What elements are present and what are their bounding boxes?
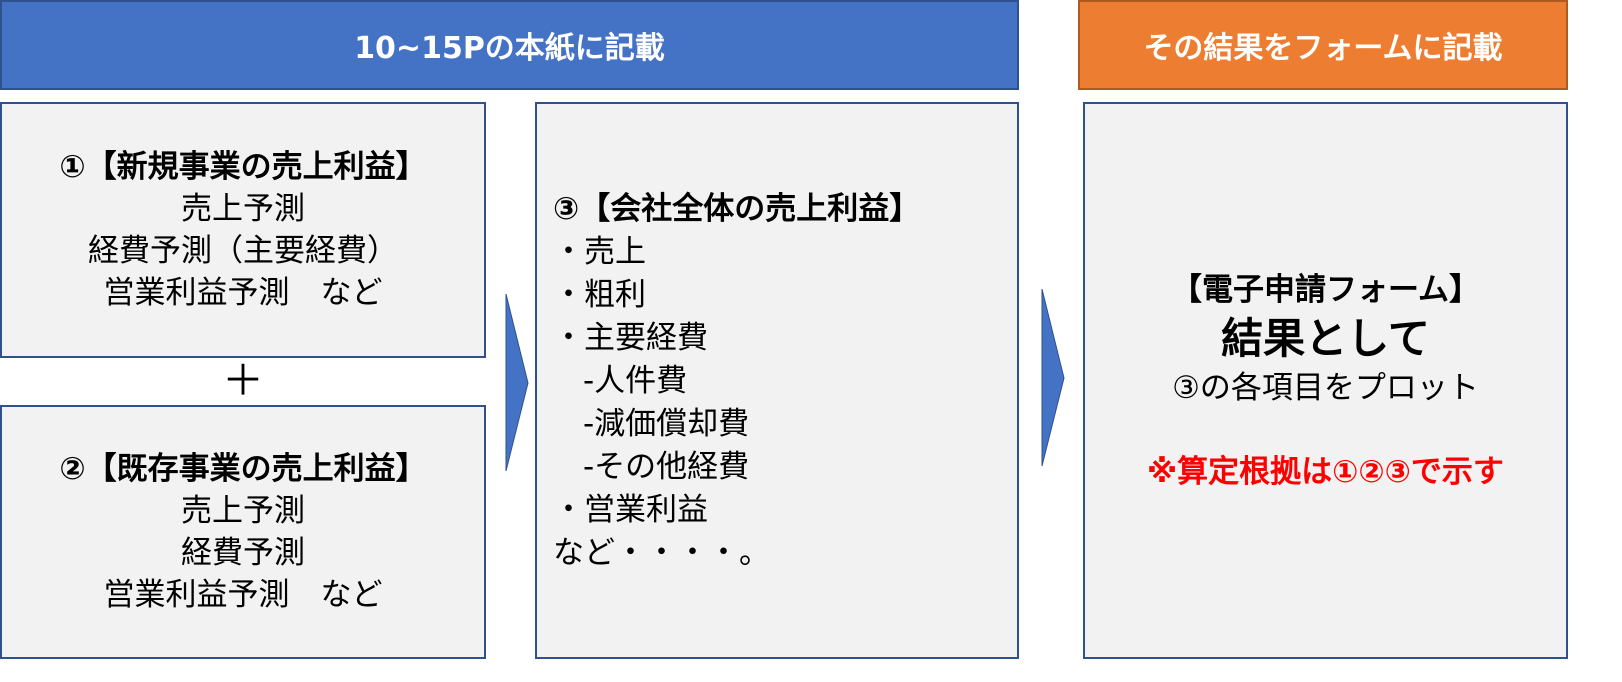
list-subitem: -人件費 <box>583 363 688 399</box>
plus-sign: ＋ <box>222 356 265 405</box>
box-company-total: ③【会社全体の売上利益】 ・売上 ・粗利 ・主要経費 -人件費 -減価償却費 -… <box>535 102 1019 659</box>
box-new-business: ①【新規事業の売上利益】 売上予測 経費予測（主要経費） 営業利益予測 など <box>0 102 486 358</box>
arrow-right-icon <box>505 294 529 472</box>
box-line: 経費予測 <box>181 535 305 571</box>
box-title: 【電子申請フォーム】 <box>1170 271 1481 308</box>
list-item: ・売上 <box>553 234 646 270</box>
basis-note: ※算定根拠は①②③で示す <box>1147 453 1504 490</box>
box-line: 営業利益予測 など <box>103 577 383 613</box>
box-existing-business: ②【既存事業の売上利益】 売上予測 経費予測 営業利益予測 など <box>0 405 486 659</box>
list-subitem: -減価償却費 <box>583 406 750 442</box>
box-line: 経費予測（主要経費） <box>88 233 398 269</box>
box-title: ②【既存事業の売上利益】 <box>59 451 427 487</box>
box-title: ③【会社全体の売上利益】 <box>553 191 921 227</box>
list-item: ・主要経費 <box>553 320 708 356</box>
list-subitem: -その他経費 <box>583 449 750 485</box>
emphasis-text: 結果として <box>1221 313 1430 363</box>
list-item: ・営業利益 <box>553 492 708 528</box>
arrow-right-icon <box>1041 289 1065 467</box>
box-line: 売上予測 <box>181 493 305 529</box>
box-line: 売上予測 <box>181 191 305 227</box>
header-form: その結果をフォームに記載 <box>1078 0 1568 90</box>
box-electronic-form: 【電子申請フォーム】 結果として ③の各項目をプロット ※算定根拠は①②③で示す <box>1083 102 1568 659</box>
list-item: ・粗利 <box>553 277 646 313</box>
box-line: 営業利益予測 など <box>103 275 383 311</box>
list-item: など・・・・。 <box>553 535 770 571</box>
header-honshi: 10~15Pの本紙に記載 <box>0 0 1019 90</box>
box-line: ③の各項目をプロット <box>1172 369 1479 406</box>
box-title: ①【新規事業の売上利益】 <box>59 149 427 185</box>
